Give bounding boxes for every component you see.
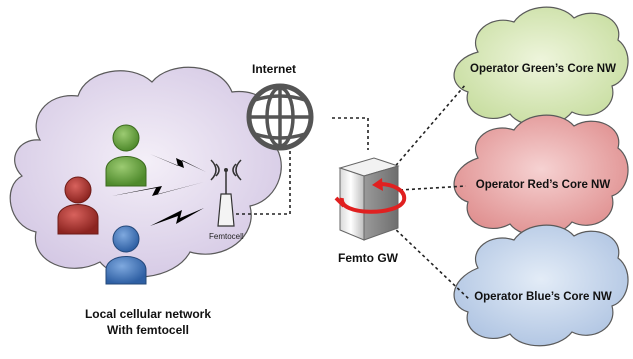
link-gateway-green — [391, 83, 467, 171]
internet-label: Internet — [252, 62, 296, 76]
person-icon — [105, 225, 147, 285]
lightning-bolt-icon — [112, 182, 204, 196]
antenna-icon — [210, 159, 242, 227]
femtocell-label: Femtocell — [209, 232, 244, 241]
lightning-bolt-icon — [150, 208, 204, 226]
link-femtocell-internet — [236, 148, 291, 215]
link-gateway-blue — [391, 225, 471, 301]
server-tower-icon — [338, 157, 400, 241]
redirect-arrow-icon — [334, 178, 407, 214]
person-icon — [57, 176, 99, 235]
local-network-label-line2: With femtocell — [107, 323, 189, 337]
operator-blue-label: Operator Blue’s Core NW — [474, 291, 612, 303]
radio-links — [112, 154, 206, 226]
operator-red-cloud — [453, 114, 629, 237]
operator-green-label: Operator Green’s Core NW — [470, 63, 616, 75]
femto-gw-label: Femto GW — [338, 251, 399, 265]
link-gateway-red — [399, 185, 467, 191]
local-network-label-line1: Local cellular network — [85, 307, 211, 321]
person-icon — [105, 124, 147, 187]
link-internet-gateway — [332, 117, 369, 150]
operator-green-cloud — [453, 6, 629, 127]
operator-blue-cloud — [453, 224, 629, 347]
operator-red-label: Operator Red’s Core NW — [476, 179, 611, 191]
lightning-bolt-icon — [150, 154, 206, 172]
connection-lines — [236, 83, 471, 301]
globe-icon — [246, 83, 314, 151]
